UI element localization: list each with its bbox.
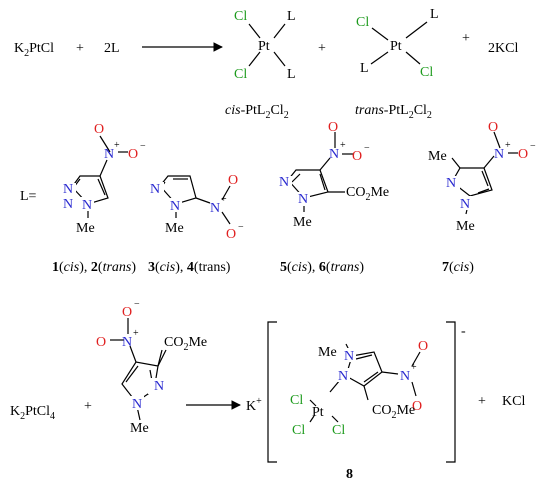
chlorine-atom: Cl	[234, 67, 247, 82]
nitro-nitrogen: N	[400, 369, 410, 384]
nitro-nitrogen: N	[329, 147, 339, 162]
nitrogen-atom: N	[344, 349, 354, 364]
ester-group: CO2Me	[164, 335, 207, 353]
product-2kcl: 2KCl	[488, 41, 518, 56]
oxygen-atom: O	[122, 305, 132, 320]
product-kcl: KCl	[502, 394, 525, 409]
nitrogen-atom: N	[446, 176, 456, 191]
oxygen-atom: O	[518, 147, 528, 162]
oxygen-atom: O	[226, 227, 236, 242]
ligand-l: L	[360, 61, 369, 76]
reactant-k2ptcl4: K2PtCl4	[10, 404, 55, 422]
platinum-atom: Pt	[258, 39, 270, 54]
nitro-nitrogen: N	[122, 335, 132, 350]
ligand-1-structure: N N N Me N + O O −	[60, 122, 146, 236]
negative-charge: −	[134, 299, 140, 310]
oxygen-atom: O	[412, 399, 422, 414]
nitrogen-atom: N	[82, 198, 92, 213]
ligand-l: L	[287, 67, 296, 82]
ligand-label: L=	[20, 189, 37, 204]
trans-complex: Cl L Pt L Cl	[356, 7, 439, 80]
anion-charge: -	[461, 324, 466, 339]
negative-charge: −	[238, 222, 244, 233]
oxygen-atom: O	[328, 120, 338, 135]
potassium-cation: K+	[246, 396, 262, 414]
plus-sign: +	[318, 41, 326, 56]
ligand-7-structure: N N Me Me N + O O −	[428, 120, 536, 234]
nitrogen-atom: N	[170, 199, 180, 214]
cis-caption: cis-PtL2Cl2	[225, 103, 289, 121]
plus-sign: +	[462, 31, 470, 46]
nitro-nitrogen: N	[104, 147, 114, 162]
ligand-5-structure: N N Me N + O O − CO2Me	[276, 120, 389, 230]
negative-charge: −	[140, 141, 146, 152]
ligand-3-structure: N N Me N + O O −	[148, 173, 244, 242]
compound-number: 8	[346, 467, 353, 482]
chlorine-atom: Cl	[292, 423, 305, 438]
plus-sign: +	[76, 41, 84, 56]
ligand-3-caption: 3(cis), 4(trans)	[148, 260, 231, 275]
oxygen-atom: O	[96, 335, 106, 350]
ligand-5-caption: 5(cis), 6(trans)	[280, 260, 364, 275]
nitrogen-atom: N	[63, 197, 73, 212]
positive-charge: +	[221, 194, 227, 205]
right-bracket	[446, 321, 456, 463]
nitrogen-atom: N	[150, 182, 160, 197]
nitrogen-atom: N	[460, 197, 470, 212]
plus-sign: +	[84, 399, 92, 414]
trans-caption: trans-PtL2Cl2	[355, 103, 432, 121]
methyl-label: Me	[165, 221, 184, 236]
reactant-ligand-structure: N N Me N + O O − CO2Me	[96, 299, 207, 436]
methyl-label: Me	[456, 219, 475, 234]
platinum-atom: Pt	[390, 39, 402, 54]
nitrogen-atom: N	[338, 369, 348, 384]
nitro-nitrogen: N	[210, 201, 220, 216]
ester-group: CO2Me	[346, 185, 389, 203]
nitrogen-atom: N	[298, 192, 308, 207]
ligand-l: L	[287, 9, 296, 24]
oxygen-atom: O	[128, 147, 138, 162]
chlorine-atom: Cl	[234, 9, 247, 24]
nitrogen-atom: N	[63, 182, 73, 197]
positive-charge: +	[411, 362, 417, 373]
ligand-l: L	[430, 7, 439, 22]
oxygen-atom: O	[228, 173, 238, 188]
nitrogen-atom: N	[154, 379, 164, 394]
left-bracket	[267, 321, 277, 463]
reactant-k2ptcl: K2PtCl	[14, 41, 54, 59]
chlorine-atom: Cl	[356, 15, 369, 30]
cis-complex: Cl Cl Pt L L	[234, 9, 296, 82]
nitrogen-atom: N	[279, 175, 289, 190]
negative-charge: −	[364, 143, 370, 154]
positive-charge: +	[114, 140, 120, 151]
reactant-2l: 2L	[104, 41, 120, 56]
methyl-label: Me	[318, 345, 337, 360]
oxygen-atom: O	[352, 149, 362, 164]
complex-8-structure: Me N N N + O O CO2Me Pt Cl Cl Cl	[290, 339, 428, 438]
plus-sign: +	[478, 394, 486, 409]
chlorine-atom: Cl	[290, 393, 303, 408]
oxygen-atom: O	[418, 339, 428, 354]
ligand-7-caption: 7(cis)	[442, 260, 474, 275]
methyl-label: Me	[293, 215, 312, 230]
ligand-1-caption: 1(cis), 2(trans)	[52, 260, 136, 275]
nitrogen-atom: N	[132, 397, 142, 412]
positive-charge: +	[505, 140, 511, 151]
ester-group: CO2Me	[372, 403, 415, 421]
chlorine-atom: Cl	[420, 65, 433, 80]
negative-charge: −	[530, 141, 536, 152]
methyl-label: Me	[130, 421, 149, 436]
chlorine-atom: Cl	[332, 423, 345, 438]
positive-charge: +	[340, 140, 346, 151]
nitro-nitrogen: N	[494, 147, 504, 162]
oxygen-atom: O	[94, 122, 104, 137]
methyl-label: Me	[76, 221, 95, 236]
oxygen-atom: O	[488, 120, 498, 135]
positive-charge: +	[133, 328, 139, 339]
platinum-atom: Pt	[312, 405, 324, 420]
methyl-label: Me	[428, 149, 447, 164]
